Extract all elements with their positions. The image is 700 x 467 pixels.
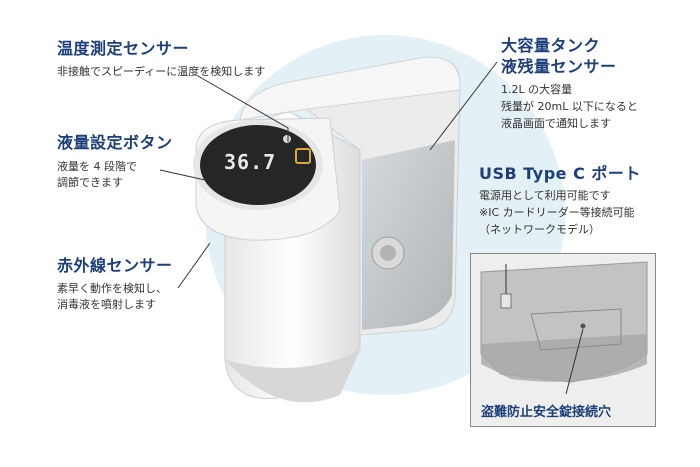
inset-underside-illustration (471, 254, 655, 426)
sensor-dot-icon (283, 135, 291, 143)
usb-desc-3: （ネットワークモデル） (479, 223, 600, 236)
display-temperature: 36.7 (224, 150, 277, 174)
usb-desc-1: 電源用として利用可能です (479, 189, 611, 202)
tank-title-1: 大容量タンク (501, 36, 601, 55)
temp-sensor-title: 温度測定センサー (57, 39, 190, 58)
usb-lock-inset: 盗難防止安全錠接続穴 (470, 253, 656, 427)
ir-sensor-desc-2: 消毒液を噴射します (57, 298, 156, 311)
temp-sensor-desc: 非接触でスピーディーに温度を検知します (57, 65, 266, 78)
liquid-button-title: 液量設定ボタン (57, 133, 173, 152)
liquid-button-desc-2: 調節できます (57, 176, 123, 189)
hand-icon (295, 148, 311, 164)
lock-hole-label: 盗難防止安全錠接続穴 (481, 405, 612, 420)
usb-title: USB Type C ポート (479, 164, 641, 183)
liquid-button-desc-1: 液量を 4 段階で (57, 160, 137, 173)
ir-sensor-desc-1: 素早く動作を検知し、 (57, 282, 167, 295)
usb-desc-2: ※IC カードリーダー等接続可能 (479, 206, 635, 219)
ir-sensor-title: 赤外線センサー (57, 256, 173, 275)
tank-desc-3: 液晶画面で通知します (501, 117, 611, 130)
tank-desc-1: 1.2L の大容量 (501, 83, 573, 96)
tank-title-2: 液残量センサー (501, 57, 617, 76)
tank-desc-2: 残量が 20mL 以下になると (501, 100, 638, 113)
